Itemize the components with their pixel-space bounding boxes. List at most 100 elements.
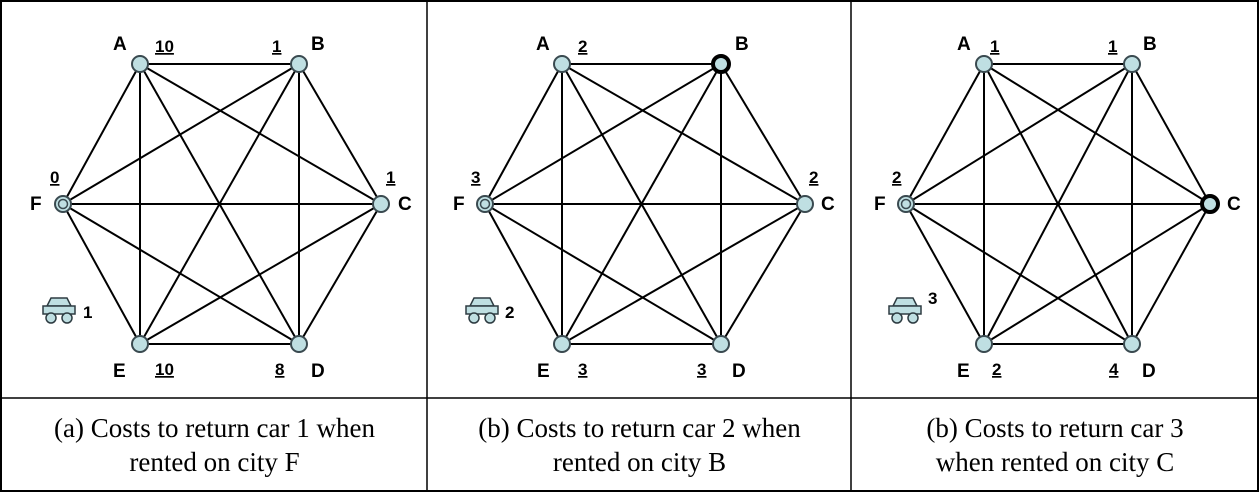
caption-line-2: when rented on city C xyxy=(935,447,1175,477)
cost-label-b: 1 xyxy=(272,37,281,56)
cost-label-c: 2 xyxy=(809,168,818,187)
node-label-b: B xyxy=(311,34,325,55)
node-label-f: F xyxy=(453,194,465,215)
node-c xyxy=(796,195,814,213)
nodes xyxy=(476,54,814,353)
node-f xyxy=(54,195,72,213)
caption-line-1: (a) Costs to return car 1 when xyxy=(54,413,375,443)
cost-label-f: 3 xyxy=(471,168,480,187)
car-wheel-right xyxy=(61,312,73,324)
node-label-c: C xyxy=(398,194,412,215)
cost-label-a: 2 xyxy=(578,37,587,56)
node-label-d: D xyxy=(311,361,325,382)
cost-label-d: 3 xyxy=(697,360,706,379)
cost-label-f: 2 xyxy=(892,168,901,187)
car-wheel-left xyxy=(45,312,57,324)
nodes xyxy=(54,55,390,353)
node-label-b: B xyxy=(1143,34,1157,55)
edge-a-f xyxy=(484,63,563,205)
node-f-inner-ring xyxy=(900,198,912,210)
edge-b-c xyxy=(720,63,806,205)
caption-line-1: (b) Costs to return car 3 xyxy=(926,413,1184,443)
node-d xyxy=(1123,335,1141,353)
car-roof xyxy=(891,297,919,307)
node-label-b: B xyxy=(735,34,749,55)
cost-label-a: 10 xyxy=(155,37,174,56)
car-roof xyxy=(468,297,496,307)
node-label-f: F xyxy=(874,194,886,215)
edges xyxy=(62,63,382,345)
caption-panel-2: (b) Costs to return car 2 when rented on… xyxy=(428,398,851,492)
edge-b-f xyxy=(905,63,1133,205)
node-f-inner-ring xyxy=(479,198,491,210)
node-b xyxy=(711,54,731,74)
car-number: 3 xyxy=(928,289,937,308)
edge-e-f xyxy=(905,203,985,345)
cost-label-b: 1 xyxy=(1108,37,1117,56)
node-label-e: E xyxy=(537,361,550,382)
caption-line-2: rented on city B xyxy=(552,447,727,477)
car-icon xyxy=(888,297,922,324)
node-b xyxy=(290,55,308,73)
node-f xyxy=(897,195,915,213)
nodes xyxy=(897,55,1220,353)
edge-a-c xyxy=(983,63,1211,205)
cost-label-f: 0 xyxy=(50,168,59,187)
cost-label-e: 3 xyxy=(578,360,587,379)
edge-c-e xyxy=(139,203,382,345)
node-c xyxy=(372,195,390,213)
caption-panel-1: (a) Costs to return car 1 when rented on… xyxy=(2,398,427,492)
node-e xyxy=(131,335,149,353)
edge-a-f xyxy=(62,63,141,205)
node-a xyxy=(131,55,149,73)
node-f xyxy=(476,195,494,213)
car-body xyxy=(42,305,76,315)
edge-d-f xyxy=(484,203,722,345)
panel-2: A B C D E F 2 2 3 3 3 2 xyxy=(453,34,835,382)
cost-label-a: 1 xyxy=(990,37,999,56)
node-b xyxy=(1123,55,1141,73)
edge-e-f xyxy=(484,203,563,345)
edge-b-f xyxy=(484,63,722,205)
node-label-e: E xyxy=(957,361,970,382)
edge-b-f xyxy=(62,63,300,205)
node-a xyxy=(553,55,571,73)
panel-1: A B C D E F 10 1 1 8 10 0 1 xyxy=(30,34,412,382)
node-label-d: D xyxy=(1142,361,1156,382)
cost-label-d: 8 xyxy=(275,360,284,379)
cost-label-e: 2 xyxy=(992,360,1001,379)
node-d xyxy=(712,335,730,353)
cost-label-c: 1 xyxy=(386,168,395,187)
cost-label-e: 10 xyxy=(155,360,174,379)
edge-b-c xyxy=(1131,63,1211,205)
caption-panel-3: (b) Costs to return car 3 when rented on… xyxy=(852,398,1258,492)
node-label-d: D xyxy=(732,361,746,382)
edge-a-f xyxy=(905,63,985,205)
car-wheel-right xyxy=(484,312,496,324)
node-f-inner-ring xyxy=(57,198,69,210)
car-wheel-left xyxy=(891,312,903,324)
node-d xyxy=(290,335,308,353)
edge-c-d xyxy=(298,203,382,345)
node-e xyxy=(553,335,571,353)
panel-3: A B C D E F 1 1 4 2 2 3 xyxy=(874,34,1241,382)
cost-label-d: 4 xyxy=(1109,360,1119,379)
edge-b-c xyxy=(298,63,382,205)
node-label-c: C xyxy=(1227,194,1241,215)
node-label-a: A xyxy=(957,34,971,55)
node-label-a: A xyxy=(113,34,127,55)
edges xyxy=(484,63,806,345)
node-label-f: F xyxy=(30,194,42,215)
edge-c-e xyxy=(983,203,1211,345)
edge-c-d xyxy=(720,203,806,345)
edge-c-d xyxy=(1131,203,1211,345)
car-icon xyxy=(42,297,76,324)
car-number: 2 xyxy=(505,303,514,322)
edges xyxy=(905,63,1211,345)
node-label-c: C xyxy=(821,194,835,215)
edge-e-f xyxy=(62,203,141,345)
car-roof xyxy=(45,297,73,307)
car-body xyxy=(465,305,499,315)
